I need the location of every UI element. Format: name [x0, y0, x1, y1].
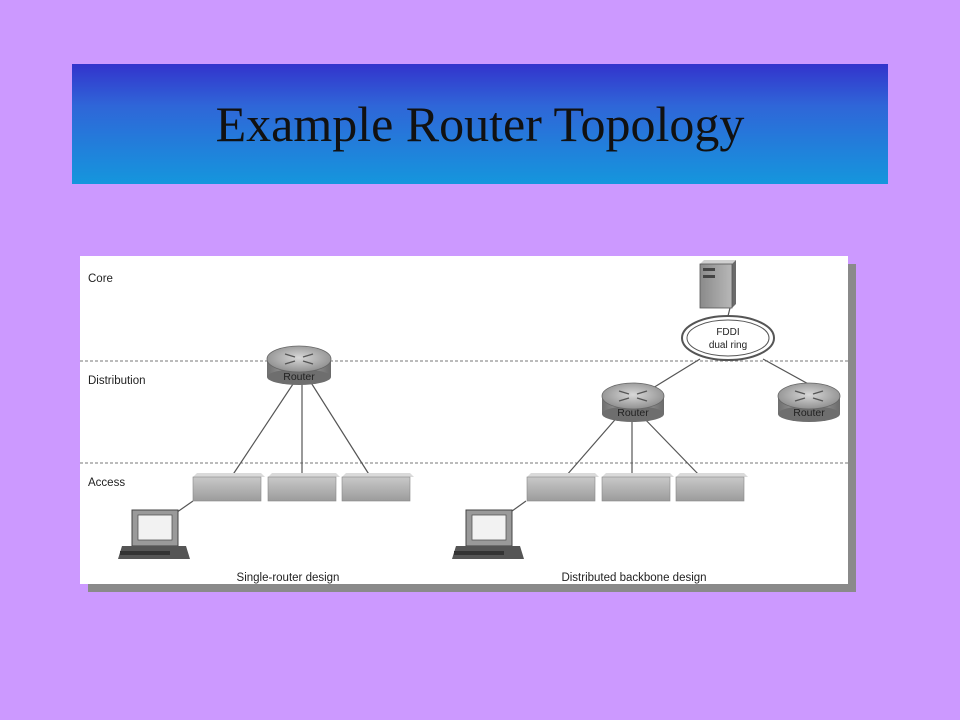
left-router-icon: Router: [266, 345, 332, 385]
title-bar: Example Router Topology: [72, 64, 888, 184]
right-router-side-label: Router: [793, 407, 825, 419]
topology-diagram: Core Distribution Access Router: [80, 260, 848, 584]
fddi-ring-icon: FDDI dual ring: [681, 315, 775, 361]
switch-icon: [341, 473, 414, 502]
switch-icon: [267, 473, 340, 502]
right-router-main-icon: Router: [601, 382, 665, 422]
switch-icon: [675, 473, 748, 502]
layer-label-distribution: Distribution: [88, 375, 146, 387]
right-caption: Distributed backbone design: [561, 572, 706, 584]
right-workstation-icon: [452, 509, 524, 559]
right-access-switches: [526, 473, 748, 502]
right-router-main-label: Router: [617, 407, 649, 419]
switch-icon: [526, 473, 599, 502]
left-caption: Single-router design: [237, 572, 340, 584]
switch-icon: [192, 473, 265, 502]
fddi-label-line1: FDDI: [716, 327, 739, 338]
left-access-switches: [192, 473, 414, 502]
fddi-label-line2: dual ring: [709, 340, 747, 351]
slide-title: Example Router Topology: [215, 96, 745, 152]
left-links: [159, 380, 371, 525]
left-workstation-icon: [118, 509, 190, 559]
server-icon: [699, 260, 736, 309]
diagram-panel: Core Distribution Access Router: [80, 256, 848, 584]
right-router-side-icon: Router: [777, 382, 841, 422]
layer-label-access: Access: [88, 477, 125, 489]
layer-label-core: Core: [88, 273, 113, 285]
switch-icon: [601, 473, 674, 502]
left-router-label: Router: [283, 371, 315, 383]
